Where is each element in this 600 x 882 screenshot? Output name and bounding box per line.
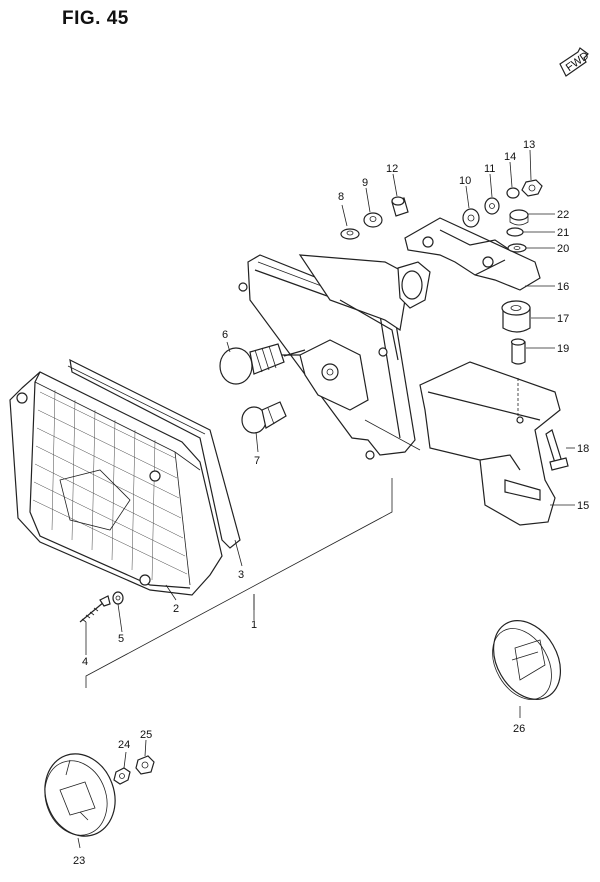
callout-18: 18 [577,443,589,455]
callout-8: 8 [338,191,344,203]
figure-title: FIG. 45 [62,8,129,29]
callout-26: 26 [513,723,525,735]
washer-20 [507,243,527,253]
upper-stay [404,217,541,291]
callout-25: 25 [140,729,152,741]
callout-14: 14 [504,151,516,163]
callout-7: 7 [254,455,260,467]
front-direction-arrow-icon: FWD [559,47,591,77]
screw-4 [79,595,111,623]
callout-2: 2 [173,603,179,615]
callout-17: 17 [557,313,569,325]
reflector-26 [492,620,562,700]
callout-16: 16 [557,281,569,293]
washer-21 [506,227,524,237]
collar-12 [391,196,409,217]
taillight-housing [238,254,431,460]
callout-19: 19 [557,343,569,355]
cushion-22 [509,209,529,226]
callout-15: 15 [577,500,589,512]
taillight-lens [9,371,223,596]
nut-13 [521,179,543,197]
washer-11 [484,197,500,215]
callout-3: 3 [238,569,244,581]
spacer-19 [510,338,526,365]
cushion-17 [501,300,531,333]
callout-21: 21 [557,227,569,239]
washer-10 [462,208,480,228]
callout-6: 6 [222,329,228,341]
callout-5: 5 [118,633,124,645]
callout-9: 9 [362,177,368,189]
callout-10: 10 [459,175,471,187]
tail-bulb [219,343,306,385]
callout-11: 11 [484,163,495,175]
license-bulb [241,401,287,434]
leader-lines [77,149,575,849]
bolt-18 [545,429,569,471]
license-bracket [419,361,561,526]
callout-22: 22 [557,209,569,221]
washer-5 [112,591,124,605]
callout-13: 13 [523,139,535,151]
reflector-23 [44,753,116,837]
callout-1: 1 [251,619,257,631]
washer-14 [506,187,520,199]
callout-24: 24 [118,739,130,751]
callout-23: 23 [73,855,85,867]
washer-9 [363,212,383,228]
callout-4: 4 [82,656,88,668]
lens-gasket [67,358,241,549]
callout-12: 12 [386,163,398,175]
callout-20: 20 [557,243,569,255]
washer-8 [340,228,360,240]
nut-24 [113,767,131,785]
nut-25 [135,755,155,775]
